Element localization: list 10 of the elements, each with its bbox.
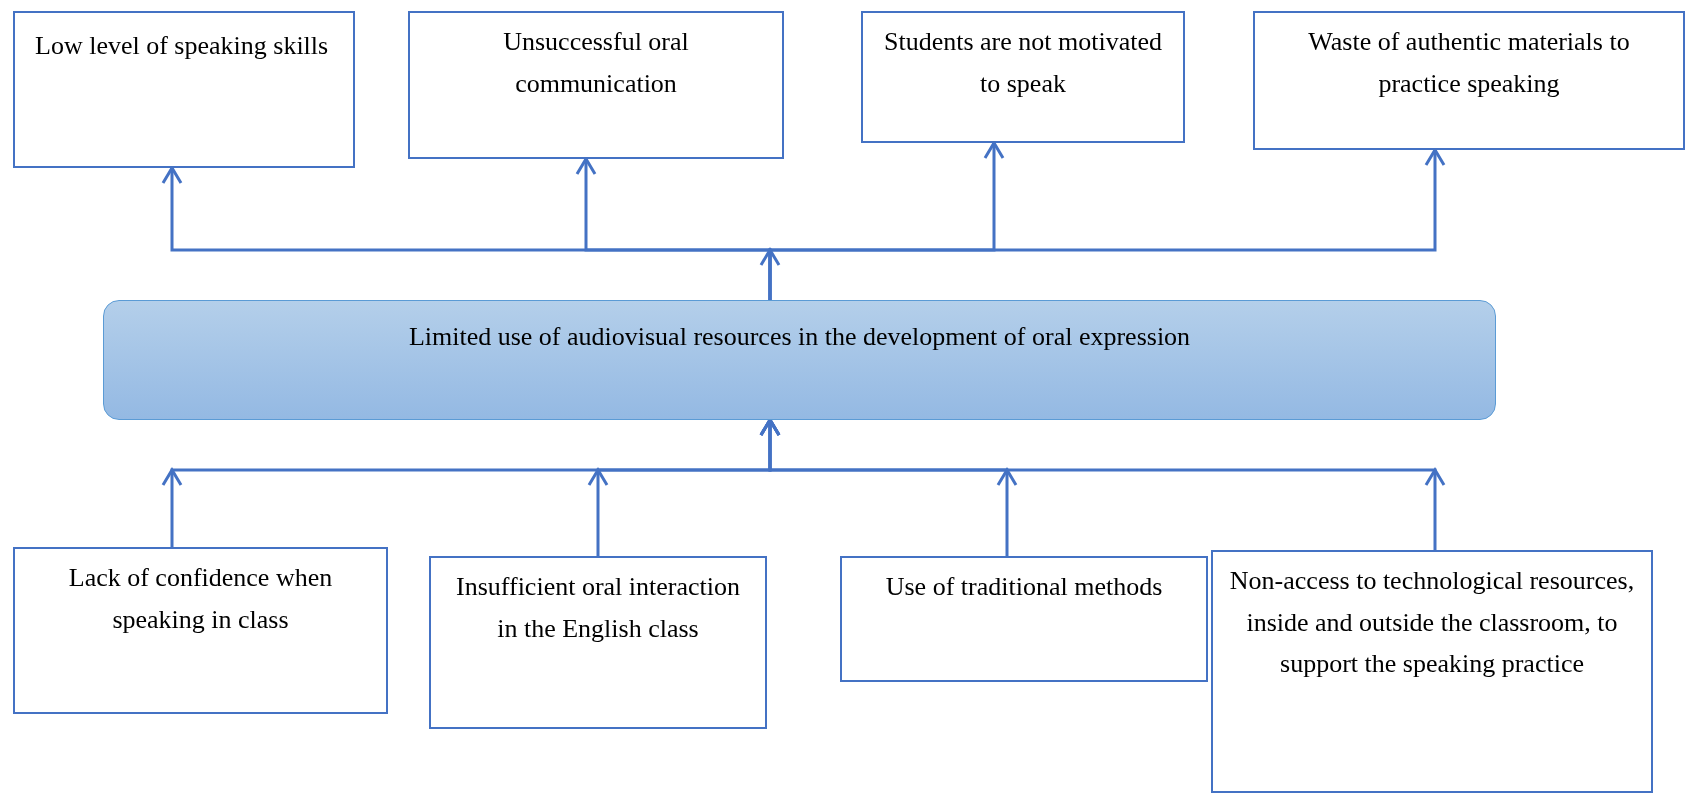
text-box: Waste of authentic materials to practice speaking [1253,11,1685,150]
arrow [768,148,1446,300]
text-box: Low level of speaking skills [13,11,355,168]
text-box: Insufficient oral interaction in the English class [429,556,767,729]
text-box: Students are not motivated to speak [861,11,1185,143]
text-box: Unsuccessful oral communication [408,11,784,159]
text-box: Non-access to technological resources, inside and outside the classroom, to support the speaking practice [1211,550,1653,793]
problem-box: Limited use of audiovisual resources in the development of oral expression [103,300,1496,420]
text-box: Lack of confidence when speaking in class [13,547,388,714]
text-box: Use of traditional methods [840,556,1208,682]
